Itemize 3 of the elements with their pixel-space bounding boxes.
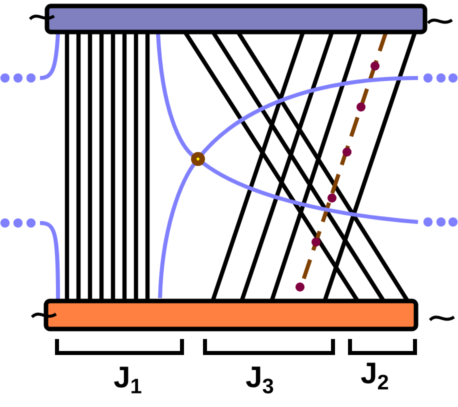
interval-label: J$_{2}$ bbox=[361, 362, 388, 390]
interval-label: J$_{3}$ bbox=[246, 366, 274, 394]
interval-label: J$_{1}$ bbox=[114, 366, 142, 394]
